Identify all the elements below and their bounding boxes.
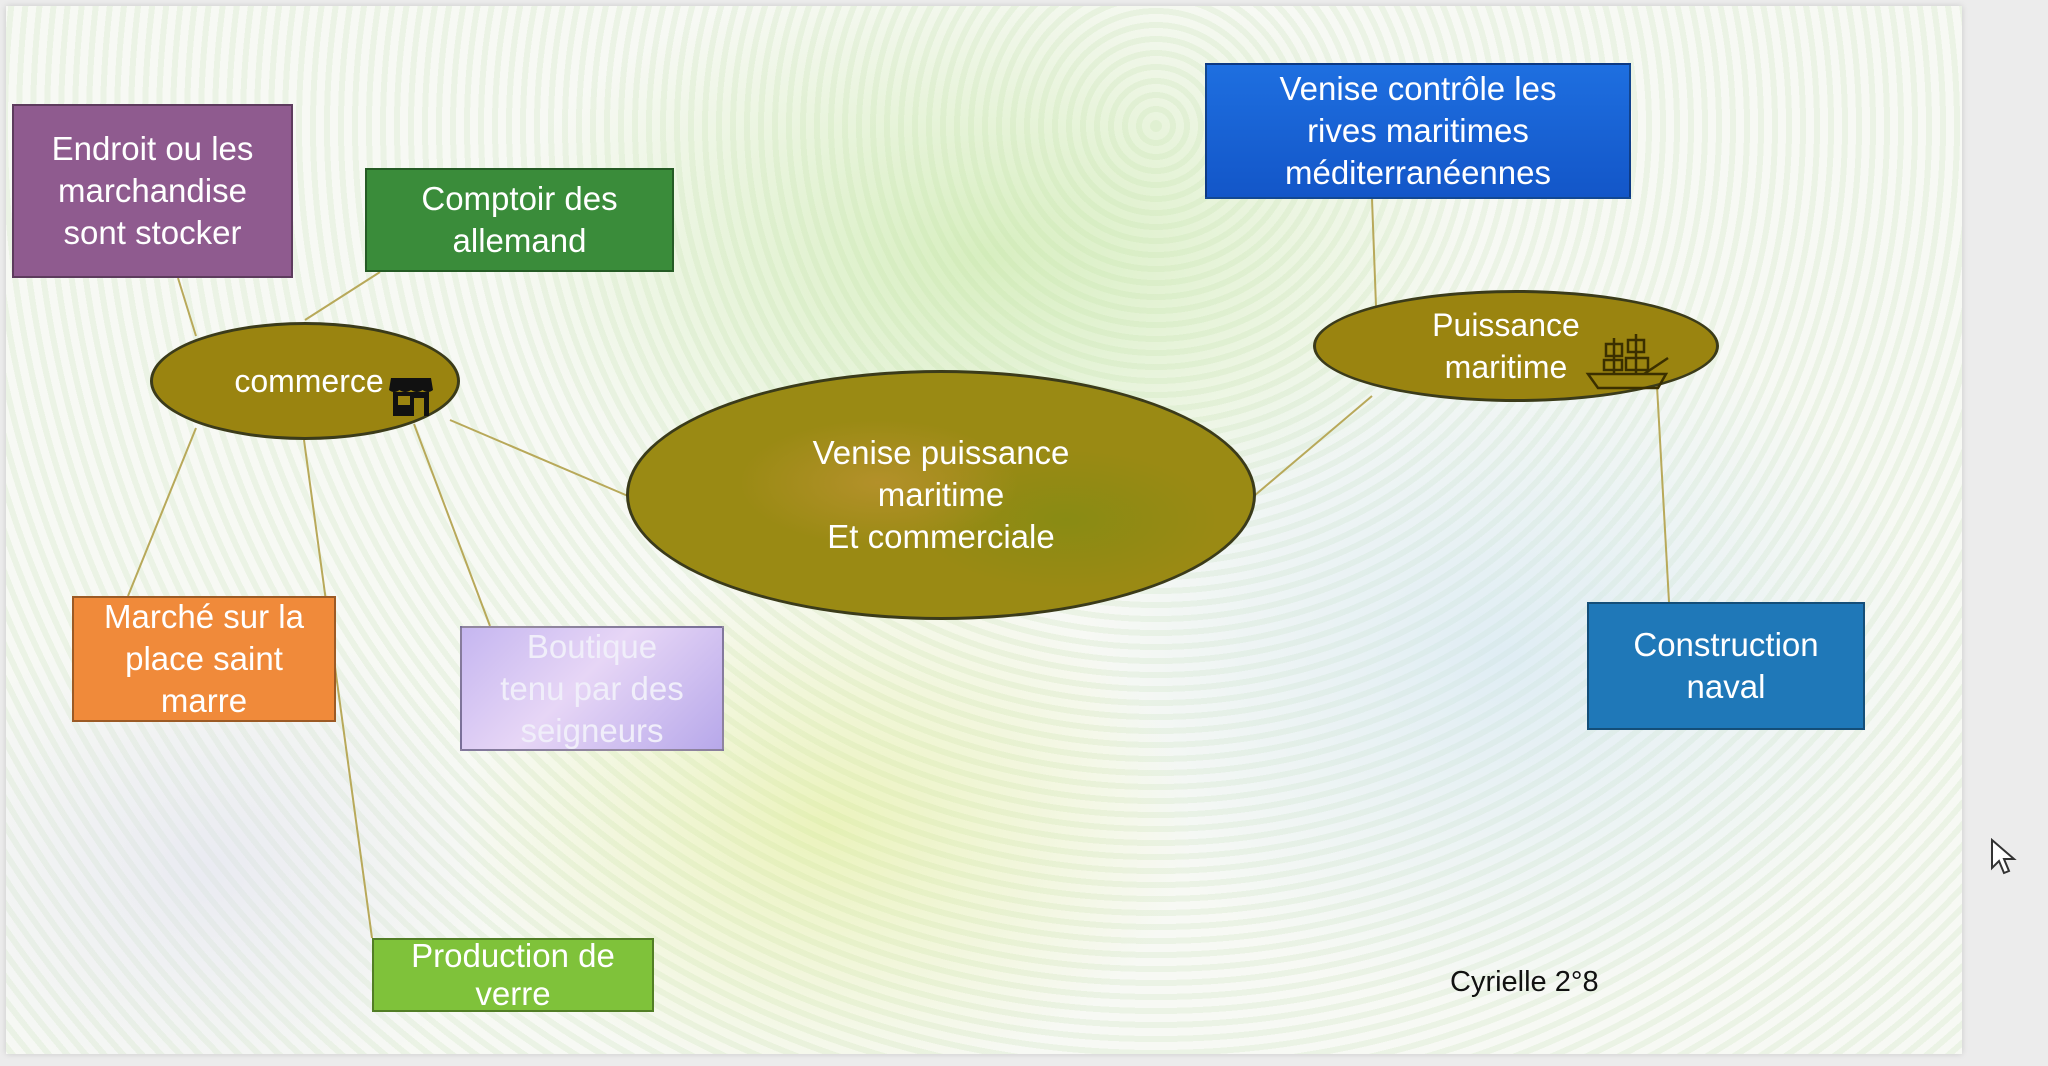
link-commerce-marche	[127, 427, 197, 597]
link-commerce-boutique	[413, 423, 491, 627]
commerce-label: commerce	[234, 362, 384, 399]
node-comptoir-allemand: Comptoir des allemand	[365, 168, 674, 272]
node-venise-controle: Venise contrôle les rives maritimes médi…	[1205, 63, 1631, 199]
link-venise-maritime	[1371, 198, 1377, 307]
shop-icon	[388, 337, 434, 426]
puissance-maritime-oval: Puissance maritime	[1313, 290, 1719, 402]
central-topic-oval: Venise puissance maritime Et commerciale	[626, 370, 1256, 620]
node-production-verre: Production de verre	[372, 937, 654, 1012]
ship-icon	[1584, 288, 1670, 404]
central-topic-label: Venise puissance maritime Et commerciale	[812, 434, 1070, 555]
commerce-oval: commerce	[150, 322, 460, 440]
node-construction-naval: Construction naval	[1587, 602, 1865, 730]
puissance-maritime-label: Puissance maritime	[1432, 307, 1580, 385]
link-commerce-production	[303, 439, 373, 939]
link-comptoir-commerce	[304, 271, 381, 321]
link-maritime-center	[1253, 395, 1373, 497]
node-boutique-seigneurs: Boutique tenu par des seigneurs	[460, 626, 724, 751]
link-commerce-center	[449, 419, 629, 497]
author-credit: Cyrielle 2°8	[1450, 966, 1599, 998]
mouse-cursor-icon	[1991, 838, 2017, 875]
node-marche-saint-marc: Marché sur la place saint marre	[72, 596, 336, 722]
link-maritime-construction	[1656, 385, 1670, 603]
link-endroit-commerce	[177, 277, 197, 337]
node-endroit-stockage: Endroit ou les marchandise sont stocker	[12, 104, 293, 278]
